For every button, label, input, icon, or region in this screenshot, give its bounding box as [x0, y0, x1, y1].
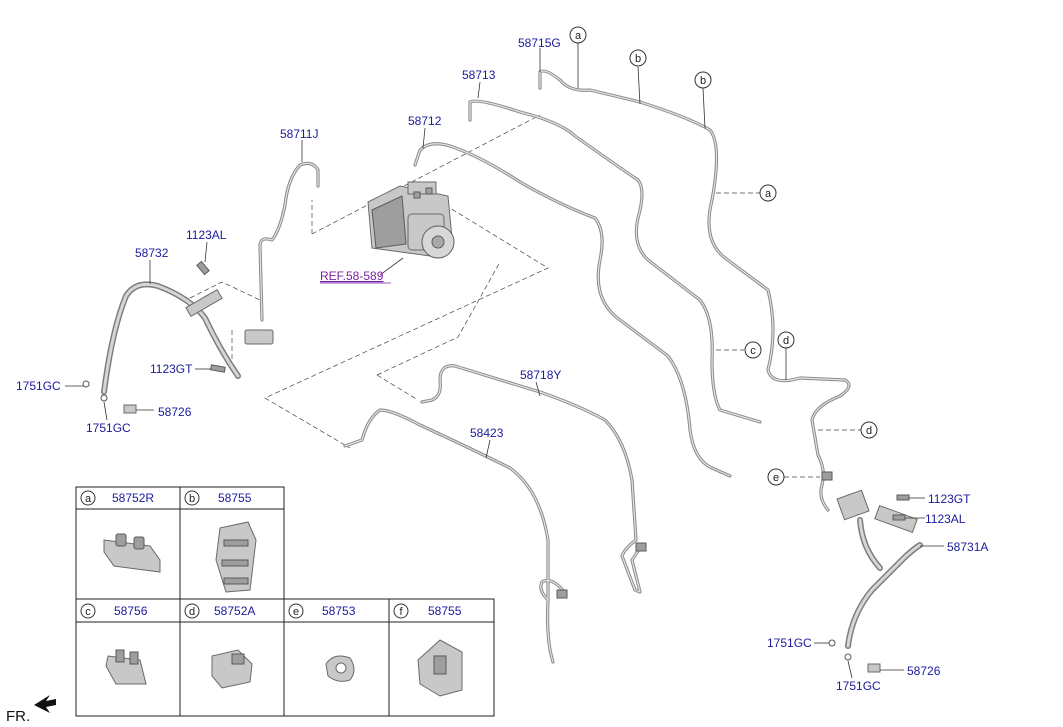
label-58726-right: 58726: [907, 664, 941, 678]
callout-d-1: d: [783, 335, 789, 347]
legend-letter-c: c: [85, 606, 91, 618]
label-1751GC-left-b: 1751GC: [86, 421, 131, 435]
label-58715G: 58715G: [518, 36, 561, 50]
clip-58752A-illustration: [211, 649, 253, 689]
label-58731A: 58731A: [947, 540, 988, 554]
legend-letter-f: f: [399, 606, 403, 618]
part-labels: 58715G 58713 58712 58711J 1123AL 58732 R…: [16, 36, 988, 693]
label-58732: 58732: [135, 246, 169, 260]
legend-letter-d: d: [189, 606, 195, 618]
label-ref-58-589[interactable]: REF.58-589: [320, 269, 384, 283]
legend-letter-e: e: [293, 606, 299, 618]
label-58713: 58713: [462, 68, 496, 82]
legend-letter-a: a: [85, 493, 92, 505]
legend-part-58752R: 58752R: [112, 491, 154, 505]
label-1751GC-left-a: 1751GC: [16, 379, 61, 393]
clip-58752R-illustration: [103, 533, 161, 573]
legend-letter-b: b: [189, 493, 195, 505]
clip-58756-illustration: [105, 649, 147, 685]
label-1123AL-left: 1123AL: [186, 228, 227, 242]
clip-58753-illustration: [325, 655, 355, 682]
label-1123GT-left: 1123GT: [150, 362, 193, 376]
brake-pipes: [258, 69, 851, 664]
front-direction-marker: FR.: [6, 695, 56, 725]
label-1751GC-right-a: 1751GC: [767, 636, 812, 650]
callout-b-2: b: [700, 75, 706, 87]
label-58726-left: 58726: [158, 405, 192, 419]
label-1123AL-right: 1123AL: [925, 512, 966, 526]
callout-d-2: d: [866, 425, 872, 437]
callout-b-1: b: [635, 53, 641, 65]
callout-a-1: a: [575, 30, 582, 42]
hydraulic-unit: [367, 181, 455, 259]
label-58423: 58423: [470, 426, 504, 440]
legend-part-58756: 58756: [114, 604, 148, 618]
brake-hoses: [101, 281, 923, 649]
legend-part-58755-b: 58755: [218, 491, 252, 505]
callout-a-2: a: [765, 188, 772, 200]
fasteners: [82, 260, 918, 673]
label-1751GC-right-b: 1751GC: [836, 679, 881, 693]
leader-lines: [65, 43, 944, 679]
clip-58755-b-illustration: [215, 521, 257, 593]
label-58711J: 58711J: [280, 127, 318, 141]
callout-e-1: e: [773, 472, 779, 484]
label-1123GT-right: 1123GT: [928, 492, 971, 506]
fr-label: FR.: [6, 708, 30, 725]
legend-part-58753: 58753: [322, 604, 356, 618]
label-58718Y: 58718Y: [520, 368, 561, 382]
legend-part-58752A: 58752A: [214, 604, 255, 618]
parts-legend-table: a 58752R b 58755 c 58756 d 58752A e 5875…: [75, 486, 495, 717]
label-58712: 58712: [408, 114, 442, 128]
clip-58755-f-illustration: [417, 639, 463, 697]
callout-circles: a b b a c d d e: [569, 26, 878, 486]
callout-c-1: c: [750, 345, 756, 357]
legend-part-58755-f: 58755: [428, 604, 462, 618]
